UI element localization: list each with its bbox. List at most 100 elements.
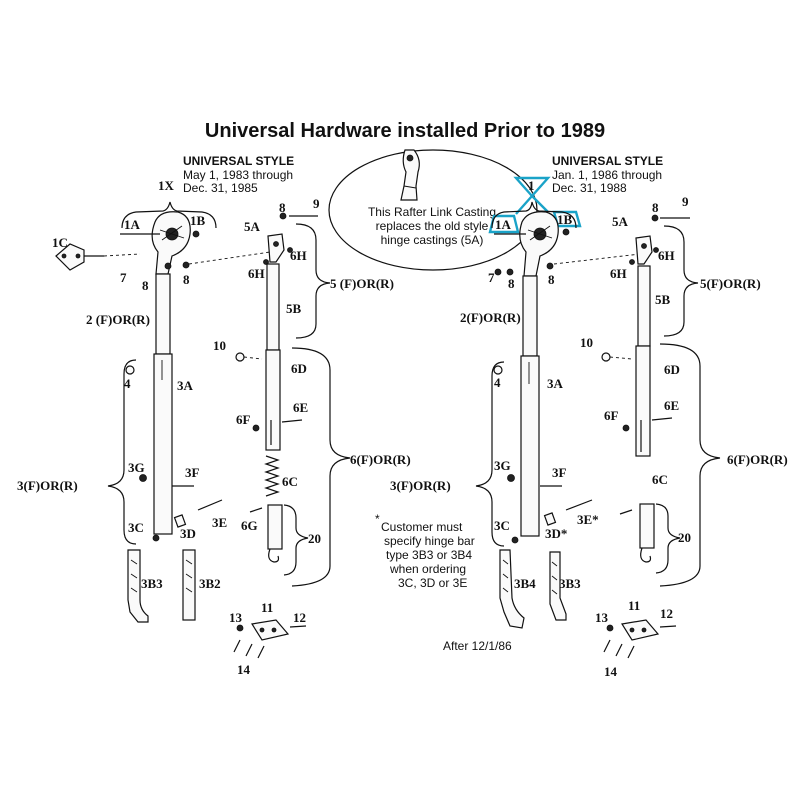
bolt-3e (197, 499, 223, 511)
part-6e (281, 419, 303, 423)
label-r3: 3(F)OR(R) (390, 478, 451, 493)
label-r9: 9 (682, 194, 689, 209)
label-r13: 13 (595, 610, 609, 625)
after-date-note: After 12/1/86 (443, 639, 512, 653)
plate-11 (251, 619, 290, 641)
hinge-casting-1x (151, 211, 191, 275)
label-10: 10 (213, 338, 226, 353)
label-r3g: 3G (494, 458, 511, 473)
label-1b: 1B (190, 213, 206, 228)
brace-3 (107, 359, 137, 545)
label-6d: 6D (291, 361, 307, 376)
label-r14: 14 (604, 664, 618, 679)
right-style-heading: UNIVERSAL STYLE (552, 154, 663, 168)
label-1a: 1A (124, 217, 141, 232)
label-2: 2 (F)OR(R) (86, 312, 150, 327)
washer-13 (236, 624, 244, 632)
part-4-right (493, 365, 503, 375)
label-5: 5 (F)OR(R) (330, 276, 394, 291)
page-title: Universal Hardware installed Prior to 19… (205, 120, 605, 142)
label-r4: 4 (494, 375, 501, 390)
hinge-5a-right (635, 235, 653, 265)
label-3a: 3A (177, 378, 194, 393)
part-3g-right (507, 474, 515, 482)
label-4: 4 (124, 376, 131, 391)
label-6g: 6G (241, 518, 258, 533)
tube-6d-right (635, 345, 651, 457)
rafter-link-casting-icon (400, 149, 420, 201)
label-6h-2: 6H (290, 248, 307, 263)
bolt-3e-right (565, 499, 593, 511)
label-6c: 6C (282, 474, 298, 489)
label-6h: 6H (248, 266, 265, 281)
label-r20: 20 (678, 530, 691, 545)
part-10 (235, 352, 245, 362)
label-1c: 1C (52, 235, 68, 250)
label-r5b: 5B (655, 292, 671, 307)
brace-20 (283, 504, 309, 576)
rod-5b (266, 263, 280, 351)
label-r3b3: 3B3 (559, 576, 581, 591)
part-3g (139, 474, 147, 482)
spring-6c (264, 455, 280, 497)
nut-1b-right (562, 228, 570, 236)
callout-line-2: replaces the old style (376, 219, 489, 233)
brace-6 (291, 347, 351, 587)
washer-7-right (494, 268, 502, 276)
label-6f: 6F (236, 412, 251, 427)
brace-5 (295, 223, 331, 339)
brace-1x (121, 201, 217, 229)
label-r1: 1 (528, 178, 535, 193)
rod-2 (155, 273, 171, 355)
washer-8-right (506, 268, 514, 276)
label-r10: 10 (580, 335, 593, 350)
part-3c (152, 534, 160, 542)
screws-14 (233, 639, 265, 659)
label-r3a: 3A (547, 376, 564, 391)
label-r6h-2: 6H (610, 266, 627, 281)
label-r8c: 8 (548, 272, 555, 287)
label-8-c: 8 (279, 200, 286, 215)
label-r8b: 8 (508, 276, 515, 291)
callout-line-3: hinge castings (5A) (381, 233, 484, 247)
note-line-5: 3C, 3D or 3E (398, 576, 467, 590)
washer-7 (164, 262, 172, 270)
part-6g (249, 507, 263, 513)
left-date-line-2: Dec. 31, 1985 (183, 181, 258, 195)
highlight-1 (513, 176, 551, 198)
label-r7: 7 (488, 270, 495, 285)
part-4 (125, 365, 135, 375)
left-style-heading: UNIVERSAL STYLE (183, 154, 294, 168)
label-3b2: 3B2 (199, 576, 221, 591)
label-3c: 3C (128, 520, 144, 535)
left-assembly: UNIVERSAL STYLE May 1, 1983 through Dec.… (17, 154, 411, 677)
note-line-1: Customer must (381, 520, 463, 534)
part-3c-right (511, 536, 519, 544)
part-6e-right (651, 417, 673, 421)
label-3b3: 3B3 (141, 576, 163, 591)
note-star: * (375, 512, 380, 526)
rod-2-right (522, 275, 538, 357)
customer-note: * Customer must specify hinge bar type 3… (375, 512, 475, 590)
bracket-1c (55, 243, 104, 271)
label-r3e: 3E* (577, 512, 599, 527)
tube-3a (153, 353, 173, 535)
hinge-bar-3b2 (182, 549, 196, 621)
label-r12: 12 (660, 606, 673, 621)
note-line-2: specify hinge bar (384, 534, 475, 548)
label-12: 12 (293, 610, 306, 625)
label-r6c: 6C (652, 472, 668, 487)
note-line-4: when ordering (389, 562, 466, 576)
latch-20 (267, 504, 283, 563)
screws-14-right (603, 639, 635, 659)
right-assembly: UNIVERSAL STYLE Jan. 1, 1986 through Dec… (390, 154, 788, 679)
label-6: 6(F)OR(R) (350, 452, 411, 467)
hinge-bar-3b3-right (549, 551, 567, 621)
part-6f (252, 424, 260, 432)
rafter-link-callout: This Rafter Link Casting replaces the ol… (328, 149, 538, 271)
hinge-5a (267, 233, 285, 263)
label-9: 9 (313, 196, 320, 211)
brace-5-right (663, 225, 699, 337)
tube-3a-right (520, 355, 540, 537)
